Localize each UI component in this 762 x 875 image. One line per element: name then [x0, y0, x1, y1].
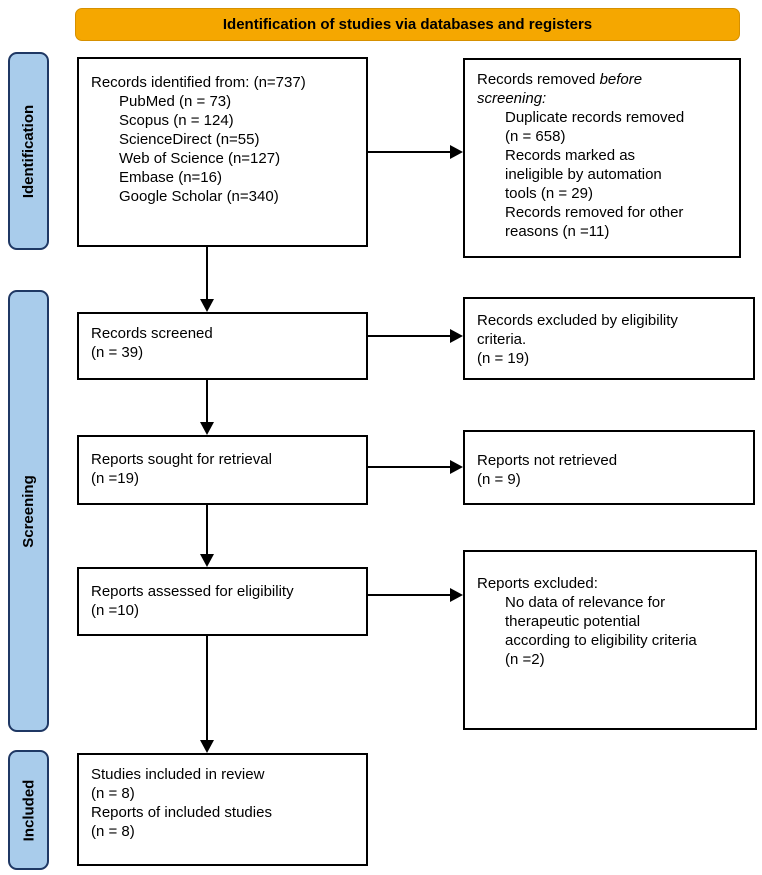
box-records-screened: Records screened (n = 39) — [77, 312, 368, 380]
arrow-sought-to-notretrieved-line — [368, 466, 452, 468]
records-screened-line1: Records screened — [91, 325, 213, 342]
reports-sought-count: (n =19) — [91, 470, 139, 487]
box-reports-not-retrieved: Reports not retrieved (n = 9) — [463, 430, 755, 505]
records-screened-count: (n = 39) — [91, 344, 144, 361]
reports-not-retrieved-count: (n = 9) — [477, 471, 521, 488]
removed-automation-line1: Records marked as — [505, 147, 636, 164]
removed-automation-line2: ineligible by automation — [505, 166, 662, 183]
arrow-assessed-to-included-head — [200, 740, 214, 753]
removed-automation-count: tools (n = 29) — [505, 185, 593, 202]
stage-label-screening: Screening — [8, 290, 49, 732]
banner-title: Identification of studies via databases … — [222, 16, 593, 33]
stage-label-screening-text: Screening — [20, 474, 37, 548]
records-identified-title: Records identified from: (n=737) — [91, 74, 306, 91]
stage-label-included-text: Included — [20, 779, 38, 841]
arrow-identified-to-screened-head — [200, 299, 214, 312]
box-records-removed-before-screening: Records removed before screening: Duplic… — [463, 58, 741, 258]
source-embase: Embase (n=16) — [119, 169, 222, 186]
removed-other-line1: Records removed for other — [505, 204, 684, 221]
records-removed-title-italic2: screening: — [477, 90, 547, 107]
records-excluded-line2: criteria. — [477, 331, 527, 348]
box-reports-excluded: Reports excluded: No data of relevance f… — [463, 550, 757, 730]
reports-excluded-title: Reports excluded: — [477, 575, 598, 592]
reports-not-retrieved-line1: Reports not retrieved — [477, 452, 618, 469]
box-records-excluded: Records excluded by eligibility criteria… — [463, 297, 755, 380]
stage-label-included: Included — [8, 750, 49, 870]
reports-excluded-reason-line2: therapeutic potential — [505, 613, 641, 630]
arrow-screened-to-sought-head — [200, 422, 214, 435]
source-google-scholar: Google Scholar (n=340) — [119, 188, 279, 205]
studies-included-count: (n = 8) — [91, 785, 135, 802]
removed-duplicates-count: (n = 658) — [505, 128, 566, 145]
arrow-identified-to-screened-line — [206, 247, 208, 301]
removed-other-count: reasons (n =11) — [505, 223, 610, 240]
source-pubmed: PubMed (n = 73) — [119, 93, 232, 110]
arrow-assessed-to-excluded-head — [450, 588, 463, 602]
box-reports-assessed: Reports assessed for eligibility (n =10) — [77, 567, 368, 636]
arrow-assessed-to-included-line — [206, 636, 208, 742]
stage-label-identification: Identification — [8, 52, 49, 250]
source-scopus: Scopus (n = 124) — [119, 112, 234, 129]
source-web-of-science: Web of Science (n=127) — [119, 150, 281, 167]
reports-sought-line1: Reports sought for retrieval — [91, 451, 272, 468]
reports-assessed-line1: Reports assessed for eligibility — [91, 583, 294, 600]
box-records-identified: Records identified from: (n=737) PubMed … — [77, 57, 368, 247]
removed-duplicates-line1: Duplicate records removed — [505, 109, 685, 126]
arrow-identified-to-removed-line — [368, 151, 452, 153]
records-removed-title: Records removed before — [477, 70, 729, 89]
reports-included-count: (n = 8) — [91, 823, 135, 840]
box-studies-included: Studies included in review (n = 8) Repor… — [77, 753, 368, 866]
reports-assessed-count: (n =10) — [91, 602, 139, 619]
reports-included-line: Reports of included studies — [91, 804, 272, 821]
records-excluded-count: (n = 19) — [477, 350, 530, 367]
banner: Identification of studies via databases … — [75, 8, 740, 41]
records-excluded-line1: Records excluded by eligibility — [477, 312, 678, 329]
arrow-identified-to-removed-head — [450, 145, 463, 159]
stage-label-identification-text: Identification — [20, 104, 37, 198]
records-removed-title-italic1: before — [599, 71, 643, 88]
arrow-sought-to-assessed-head — [200, 554, 214, 567]
studies-included-line1: Studies included in review — [91, 766, 265, 783]
records-removed-title-prefix: Records removed — [477, 71, 600, 88]
reports-excluded-count: (n =2) — [505, 651, 545, 668]
arrow-screened-to-sought-line — [206, 380, 208, 424]
source-sciencedirect: ScienceDirect (n=55) — [119, 131, 260, 148]
arrow-sought-to-assessed-line — [206, 505, 208, 556]
box-reports-sought: Reports sought for retrieval (n =19) — [77, 435, 368, 505]
reports-excluded-reason-line3: according to eligibility criteria — [505, 632, 697, 649]
arrow-assessed-to-excluded-line — [368, 594, 452, 596]
reports-excluded-reason-line1: No data of relevance for — [505, 594, 666, 611]
arrow-screened-to-excluded-line — [368, 335, 452, 337]
arrow-screened-to-excluded-head — [450, 329, 463, 343]
arrow-sought-to-notretrieved-head — [450, 460, 463, 474]
